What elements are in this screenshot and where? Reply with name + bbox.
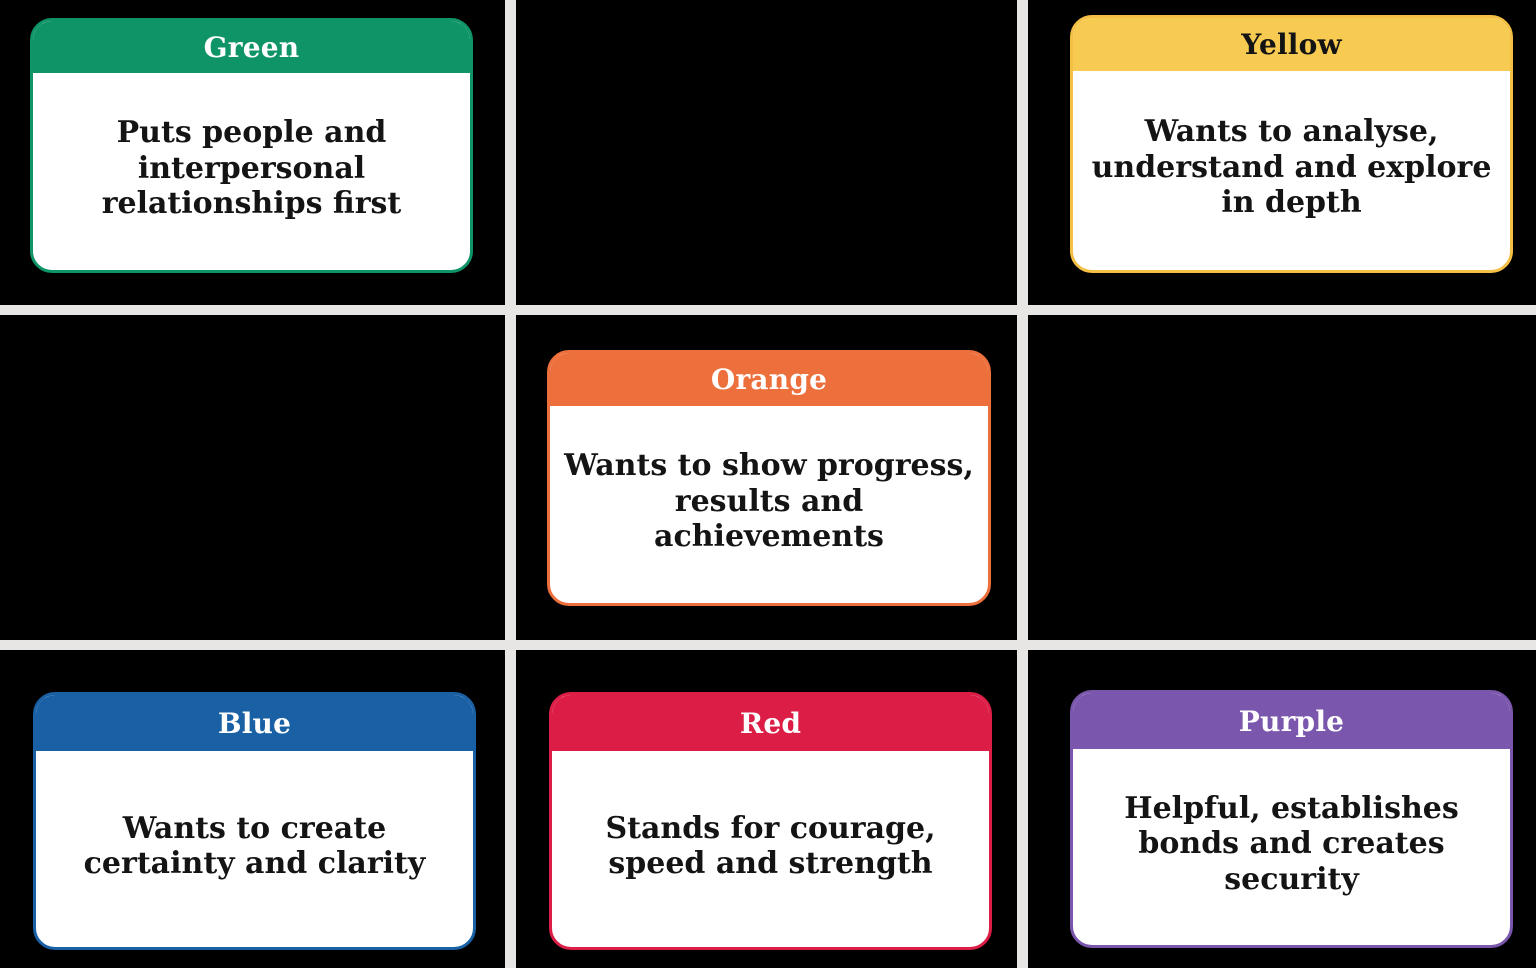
- card-red-description: Stands for courage, speed and strength: [605, 810, 936, 881]
- card-red-title: Red: [739, 706, 802, 740]
- card-purple-description: Helpful, establishes bonds and creates s…: [1124, 790, 1459, 897]
- card-blue[interactable]: Blue Wants to create certainty and clari…: [33, 692, 476, 950]
- horizontal-divider-1: [0, 305, 1536, 315]
- card-green[interactable]: Green Puts people and interpersonal rela…: [30, 18, 473, 273]
- card-yellow-header: Yellow: [1073, 18, 1510, 71]
- card-green-body: Puts people and interpersonal relationsh…: [33, 73, 470, 270]
- empty-cell-row1-col2: [516, 0, 1017, 305]
- card-red-body: Stands for courage, speed and strength: [552, 751, 989, 947]
- card-orange-description: Wants to show progress, results and achi…: [564, 448, 974, 555]
- card-red-header: Red: [552, 695, 989, 751]
- card-orange-body: Wants to show progress, results and achi…: [550, 406, 988, 603]
- card-yellow-title: Yellow: [1241, 28, 1342, 61]
- card-purple[interactable]: Purple Helpful, establishes bonds and cr…: [1070, 690, 1513, 948]
- card-yellow-body: Wants to analyse, understand and explore…: [1073, 71, 1510, 270]
- card-blue-body: Wants to create certainty and clarity: [36, 751, 473, 947]
- card-purple-title: Purple: [1238, 704, 1345, 738]
- empty-cell-row2-col1: [0, 315, 505, 640]
- card-green-title: Green: [203, 30, 300, 64]
- empty-cell-row2-col3: [1028, 315, 1536, 640]
- card-purple-header: Purple: [1073, 693, 1510, 749]
- vertical-divider-2: [1017, 0, 1028, 968]
- card-blue-header: Blue: [36, 695, 473, 751]
- card-orange-title: Orange: [710, 363, 828, 396]
- card-green-description: Puts people and interpersonal relationsh…: [101, 115, 402, 222]
- card-red[interactable]: Red Stands for courage, speed and streng…: [549, 692, 992, 950]
- card-purple-body: Helpful, establishes bonds and creates s…: [1073, 749, 1510, 945]
- card-yellow-description: Wants to analyse, understand and explore…: [1091, 114, 1492, 221]
- card-orange-header: Orange: [550, 353, 988, 406]
- card-green-header: Green: [33, 21, 470, 73]
- horizontal-divider-2: [0, 640, 1536, 650]
- card-blue-title: Blue: [217, 706, 292, 740]
- vertical-divider-1: [505, 0, 516, 968]
- card-blue-description: Wants to create certainty and clarity: [83, 810, 426, 881]
- card-orange[interactable]: Orange Wants to show progress, results a…: [547, 350, 991, 606]
- card-yellow[interactable]: Yellow Wants to analyse, understand and …: [1070, 15, 1513, 273]
